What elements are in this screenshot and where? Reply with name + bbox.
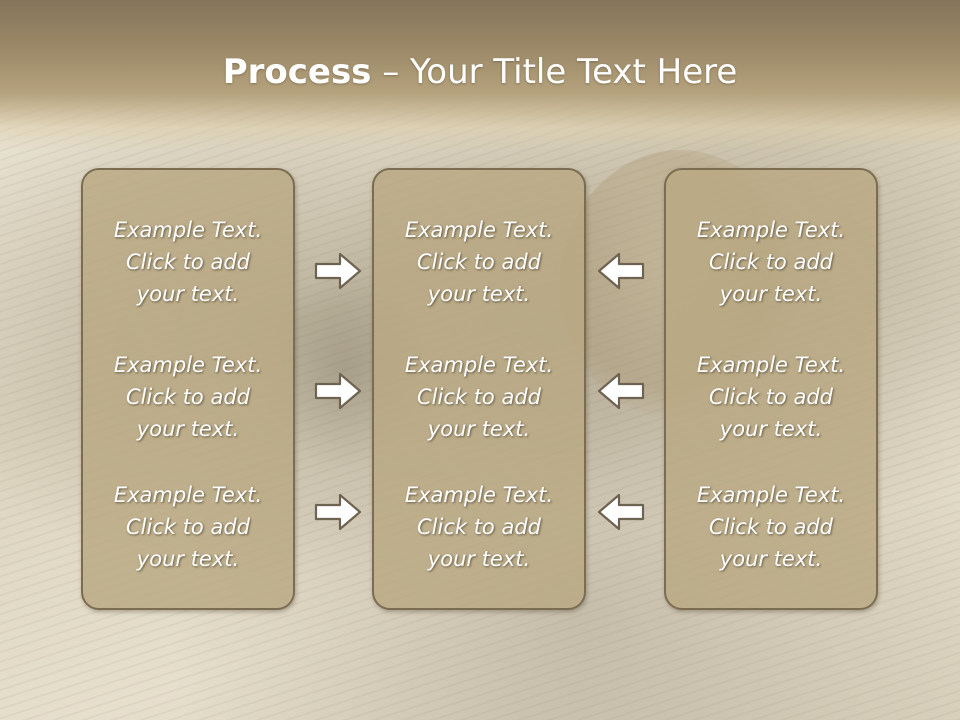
item-line: your text. (136, 282, 240, 306)
item-line: your text. (719, 417, 823, 441)
item-line: Example Text. (404, 218, 554, 242)
text-placeholder[interactable]: Example Text. Click to add your text. (666, 479, 876, 575)
item-line: your text. (427, 417, 531, 441)
item-line: your text. (427, 282, 531, 306)
item-line: Example Text. (696, 483, 846, 507)
item-line: Click to add (416, 250, 541, 274)
item-line: your text. (719, 547, 823, 571)
arrow-right-icon[interactable] (314, 371, 362, 411)
slide-title[interactable]: Process – Your Title Text Here (0, 52, 960, 92)
item-line: Click to add (708, 250, 833, 274)
item-line: Example Text. (404, 353, 554, 377)
title-bold-text: Process (222, 52, 372, 92)
text-placeholder[interactable]: Example Text. Click to add your text. (83, 479, 293, 575)
arrow-left-icon[interactable] (597, 371, 645, 411)
item-line: Example Text. (113, 218, 263, 242)
title-band (0, 0, 960, 150)
item-line: Click to add (416, 515, 541, 539)
item-line: your text. (136, 417, 240, 441)
process-box-left[interactable]: Example Text. Click to add your text. Ex… (81, 168, 295, 610)
item-line: Example Text. (696, 218, 846, 242)
item-line: Click to add (708, 515, 833, 539)
text-placeholder[interactable]: Example Text. Click to add your text. (374, 214, 584, 310)
item-line: your text. (427, 547, 531, 571)
item-line: Click to add (416, 385, 541, 409)
text-placeholder[interactable]: Example Text. Click to add your text. (374, 349, 584, 445)
arrow-right-icon[interactable] (314, 492, 362, 532)
item-line: Click to add (125, 250, 250, 274)
text-placeholder[interactable]: Example Text. Click to add your text. (666, 214, 876, 310)
item-line: Click to add (125, 385, 250, 409)
item-line: Example Text. (696, 353, 846, 377)
arrow-left-icon[interactable] (597, 492, 645, 532)
process-box-center[interactable]: Example Text. Click to add your text. Ex… (372, 168, 586, 610)
text-placeholder[interactable]: Example Text. Click to add your text. (83, 214, 293, 310)
item-line: Click to add (125, 515, 250, 539)
title-rest-text: – Your Title Text Here (371, 52, 738, 92)
text-placeholder[interactable]: Example Text. Click to add your text. (374, 479, 584, 575)
item-line: Example Text. (113, 483, 263, 507)
process-box-right[interactable]: Example Text. Click to add your text. Ex… (664, 168, 878, 610)
text-placeholder[interactable]: Example Text. Click to add your text. (83, 349, 293, 445)
item-line: Example Text. (113, 353, 263, 377)
item-line: Click to add (708, 385, 833, 409)
item-line: Example Text. (404, 483, 554, 507)
item-line: your text. (719, 282, 823, 306)
arrow-left-icon[interactable] (597, 251, 645, 291)
item-line: your text. (136, 547, 240, 571)
arrow-right-icon[interactable] (314, 251, 362, 291)
text-placeholder[interactable]: Example Text. Click to add your text. (666, 349, 876, 445)
